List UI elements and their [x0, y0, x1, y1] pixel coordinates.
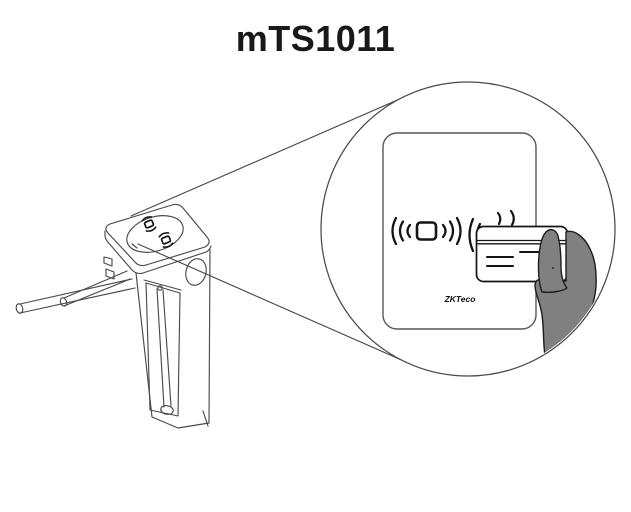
top-reader-icon-1: [141, 216, 157, 232]
magnifier-line-bottom: [137, 243, 407, 363]
tripod-arm-front: [15, 278, 136, 314]
arm-hinge-screw: [157, 285, 163, 291]
turnstile-top-plate: [105, 203, 210, 267]
column-bevel: [202, 410, 209, 427]
dropped-arm: [156, 288, 172, 408]
turnstile-illustration: [15, 203, 212, 429]
turnstile-column: [135, 249, 211, 429]
brand-logo: ZKTeco: [444, 294, 476, 304]
column-recess-lip: [143, 279, 182, 291]
product-title: mTS1011: [235, 18, 396, 59]
contactless-wave-icon: [391, 216, 462, 246]
dropped-arm-cap: [160, 405, 174, 415]
column-recess: [145, 282, 181, 417]
magnifier-line-top: [130, 94, 410, 217]
arm-hub: [103, 256, 115, 280]
top-reader-icon-2: [158, 232, 174, 248]
thumb-knuckle-dot: [551, 266, 555, 270]
top-reader-oval: [126, 215, 184, 253]
side-oval-hole: [185, 258, 207, 286]
top-oval-notch: [131, 243, 138, 249]
magnifier-lines: [130, 94, 410, 363]
hand-thumb: [537, 228, 568, 293]
